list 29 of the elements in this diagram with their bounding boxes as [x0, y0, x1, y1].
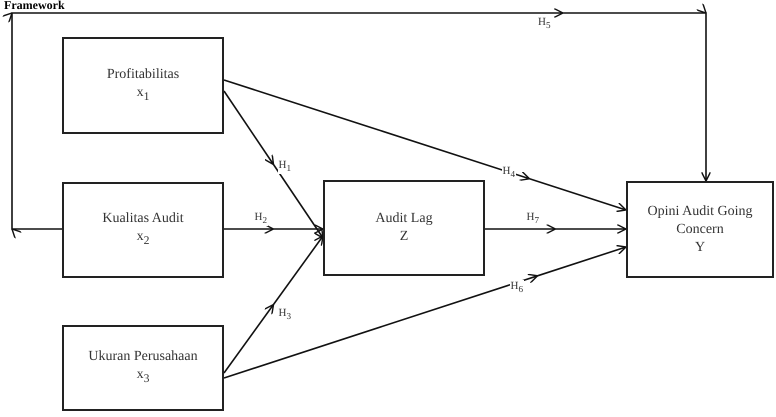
variable-text: Y: [694, 238, 706, 256]
variable-text: Kualitas Audit: [102, 210, 184, 228]
variable-text: x$_{3}$: [136, 366, 150, 387]
variable-box: [62, 182, 224, 278]
variable-text: Ukuran Perusahaan: [88, 348, 198, 366]
variable-text: x$_{1}$: [136, 84, 150, 104]
variable-text: Audit Lag: [375, 210, 433, 228]
edge-label: H$_{6}$: [510, 280, 524, 295]
variable-text: Profitabilitas: [106, 66, 180, 84]
heading: Framework: [4, 0, 65, 12]
variable-text: x$_{2}$: [136, 228, 150, 249]
arrow: [2, 4, 710, 238]
arrow: [485, 224, 626, 234]
variable-box: [62, 37, 224, 134]
arrow: [224, 79, 626, 212]
arrow: [223, 236, 324, 374]
arrow: [224, 224, 323, 234]
edge-label: H$_{5}$: [537, 16, 552, 32]
variable-text: Z: [400, 228, 408, 246]
variable-box: [626, 181, 774, 278]
variable-box: [323, 180, 485, 276]
variable-box: [62, 325, 224, 411]
arrow: [224, 245, 626, 379]
edge-label: H$_{3}$: [278, 306, 292, 322]
edge-label: H$_{4}$: [502, 164, 516, 180]
variable-text: Opini Audit Going Concern: [646, 202, 754, 238]
arrow: [223, 90, 324, 238]
edge-label: H$_{1}$: [278, 158, 292, 174]
edge-label: H$_{2}$: [254, 211, 268, 226]
